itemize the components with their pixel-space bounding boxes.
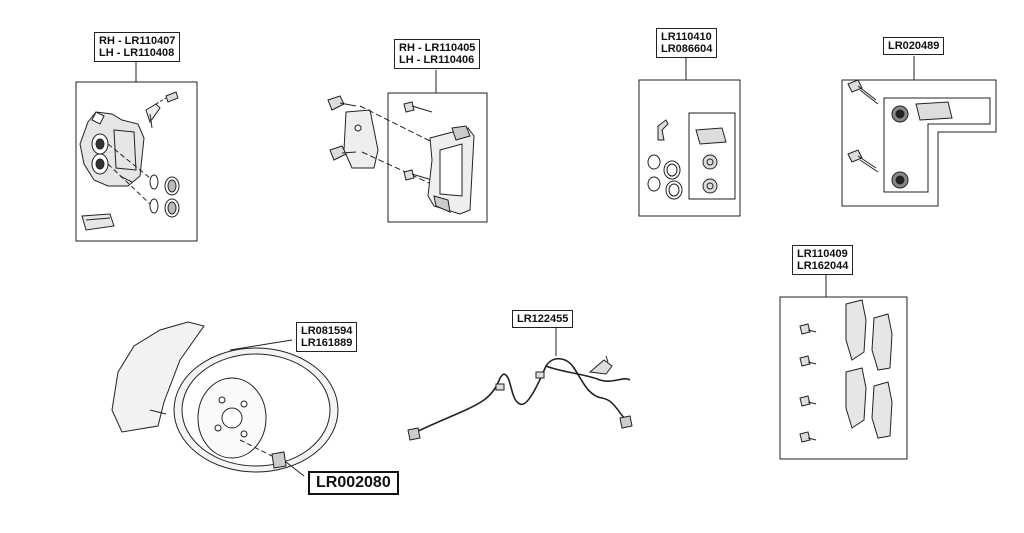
carrier-rh-number: RH - LR110405 (399, 42, 476, 54)
brake-pads-parts (799, 299, 893, 443)
brake-disc-number-1: LR081594 (301, 325, 353, 337)
wear-sensor-illustration (407, 355, 633, 441)
brake-disc-number-2: LR161889 (301, 337, 353, 349)
carrier-part-label: RH - LR110405 LH - LR110406 (394, 39, 481, 69)
seal-kit-parts (647, 119, 727, 200)
carrier-box (387, 92, 488, 223)
seal-kit-part-label: LR110410 LR086604 (656, 28, 718, 58)
caliper-seals (107, 143, 180, 218)
brake-disc-illustration (173, 347, 339, 473)
guide-pin-parts (847, 79, 953, 189)
seal-kit-box (638, 79, 741, 217)
brake-pads-number-2: LR162044 (797, 260, 849, 272)
carrier-bracket (327, 95, 379, 169)
wear-sensor-number: LR122455 (517, 313, 569, 325)
seal-kit-number-1: LR110410 (661, 31, 712, 43)
carrier-lh-number: LH - LR110406 (399, 54, 475, 66)
bleed-screw (145, 91, 179, 129)
dust-shield (111, 321, 205, 433)
caliper-rh-number: RH - LR110407 (99, 35, 176, 47)
brake-pads-number-1: LR110409 (797, 248, 848, 260)
guide-pin-inner-box (883, 97, 991, 193)
guide-pin-number: LR020489 (888, 40, 940, 52)
caliper-pad (81, 213, 115, 231)
brake-pads-box (779, 296, 908, 460)
seal-kit-inner-box (688, 112, 736, 200)
caliper-part-label: RH - LR110407 LH - LR110408 (94, 32, 181, 62)
carrier-bolts (403, 101, 433, 181)
seal-kit-number-2: LR086604 (661, 43, 713, 55)
caliper-illustration (79, 111, 145, 187)
carrier-illustration (427, 125, 475, 215)
disc-screw-part-label: LR002080 (308, 471, 399, 495)
guide-pin-part-label: LR020489 (883, 37, 945, 55)
disc-screw (239, 439, 305, 477)
brake-pads-part-label: LR110409 LR162044 (792, 245, 854, 275)
guide-pin-box (841, 79, 997, 207)
brake-disc-part-label: LR081594 LR161889 (296, 322, 358, 352)
disc-screw-number: LR002080 (316, 474, 391, 491)
wear-sensor-part-label: LR122455 (512, 310, 574, 328)
caliper-lh-number: LH - LR110408 (99, 47, 175, 59)
